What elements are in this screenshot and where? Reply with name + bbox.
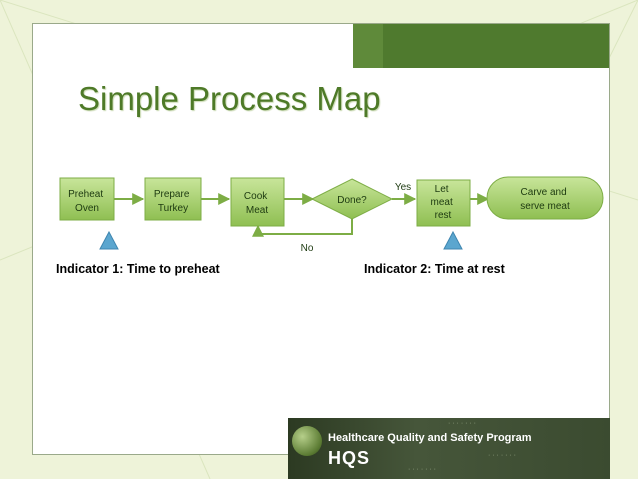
- indicator-1-label: Indicator 1: Time to preheat: [56, 262, 220, 276]
- edge-label-no: No: [301, 243, 314, 254]
- svg-text:Preheat Oven: Preheat Oven: [68, 189, 106, 214]
- node-line: rest: [435, 210, 452, 221]
- decorative-tab: [353, 24, 383, 68]
- svg-text:Carve and serve meat: Carve and serve meat: [520, 187, 570, 212]
- node-line: Meat: [246, 205, 268, 216]
- node-carve-and-serve: Carve and serve meat: [486, 176, 604, 220]
- slide: [32, 23, 610, 455]
- node-let-meat-rest: Let meat rest: [416, 179, 471, 227]
- svg-text:Prepare Turkey: Prepare Turkey: [154, 189, 192, 214]
- arrow-done-to-cook-loop: [252, 218, 353, 237]
- background-text-texture: · · · · · · ·: [448, 420, 476, 427]
- node-line: Cook: [244, 191, 268, 202]
- node-line: Prepare: [154, 189, 190, 200]
- node-line: Oven: [75, 203, 99, 214]
- decision-label: Done?: [337, 195, 367, 206]
- node-line: Turkey: [158, 203, 188, 214]
- node-line: serve meat: [520, 201, 570, 212]
- slide-title: Simple Process Map: [78, 80, 381, 117]
- node-prepare-turkey: Prepare Turkey: [144, 177, 202, 221]
- decision-done: Done?: [310, 178, 394, 220]
- background-text-texture: · · · · · · ·: [408, 466, 436, 473]
- node-line: Let: [435, 184, 449, 195]
- node-line: meat: [430, 197, 452, 208]
- indicator-2-label: Indicator 2: Time at rest: [364, 262, 505, 276]
- decorative-tab: [383, 24, 609, 68]
- logo-abbreviation: HQS: [328, 448, 371, 468]
- logo-program-name: Healthcare Quality and Safety Program: [328, 432, 532, 444]
- node-line: Carve and: [521, 187, 567, 198]
- node-line: Preheat: [68, 189, 103, 200]
- svg-text:Cook Meat: Cook Meat: [244, 191, 270, 216]
- node-preheat-oven: Preheat Oven: [59, 177, 115, 221]
- indicator-2-triangle-icon: [443, 230, 463, 250]
- node-cook-meat: Cook Meat: [230, 177, 285, 227]
- edge-label-yes: Yes: [395, 182, 411, 193]
- background-text-texture: · · · · · · ·: [488, 452, 516, 459]
- globe-icon: [292, 426, 322, 456]
- hqs-logo-banner: · · · · · · · · · · · · · · · · · · · · …: [288, 418, 610, 479]
- svg-text:Let meat rest: Let meat rest: [430, 184, 455, 221]
- indicator-1-triangle-icon: [99, 230, 119, 250]
